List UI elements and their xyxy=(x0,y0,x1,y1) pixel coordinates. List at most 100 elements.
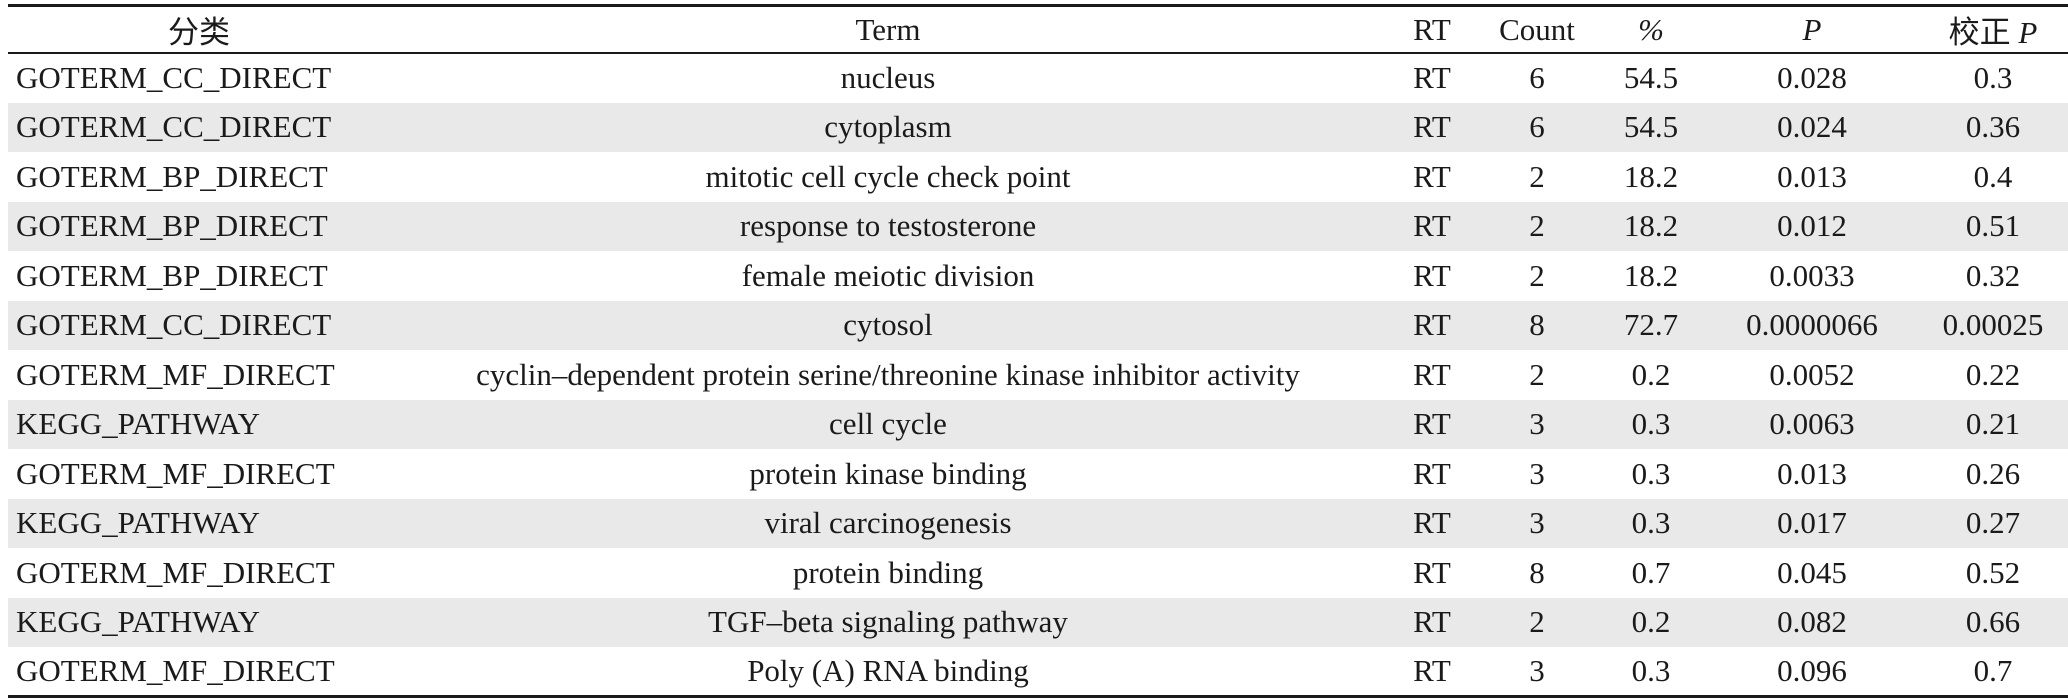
cell-rt: RT xyxy=(1413,406,1451,442)
cell-category: GOTERM_CC_DIRECT xyxy=(16,109,332,145)
cell-percent: 0.7 xyxy=(1631,554,1671,590)
cell-term: cell cycle xyxy=(829,406,947,442)
table-row: GOTERM_CC_DIRECT cytosol RT 8 72.7 0.0000066 0… xyxy=(8,300,2068,350)
header-category: 分类 xyxy=(168,15,230,50)
cell-percent: 54.5 xyxy=(1623,109,1679,145)
cell-rt: RT xyxy=(1413,307,1451,343)
cell-adjusted-p: 0.26 xyxy=(1965,455,2021,491)
cell-category: GOTERM_BP_DIRECT xyxy=(16,208,328,244)
cell-adjusted-p: 0.00025 xyxy=(1942,307,2044,343)
cell-term: female meiotic division xyxy=(741,257,1035,293)
cell-count: 6 xyxy=(1529,60,1545,96)
cell-category: GOTERM_MF_DIRECT xyxy=(16,554,335,590)
cell-percent: 0.2 xyxy=(1631,356,1671,392)
header-adjusted-prefix: 校正 xyxy=(1948,15,2019,50)
cell-adjusted-p: 0.7 xyxy=(1973,653,2013,688)
cell-p-value: 0.012 xyxy=(1777,208,1847,244)
table-row: GOTERM_BP_DIRECT mitotic cell cycle check… xyxy=(8,152,2068,202)
cell-percent: 18.2 xyxy=(1623,158,1679,194)
header-adjusted-p-symbol: P xyxy=(2018,15,2038,50)
cell-count: 3 xyxy=(1529,406,1545,442)
cell-term: cyclin–dependent protein serine/threonin… xyxy=(476,356,1300,392)
cell-percent: 18.2 xyxy=(1623,257,1679,293)
cell-count: 2 xyxy=(1529,158,1545,194)
cell-rt: RT xyxy=(1413,60,1451,96)
cell-term: mitotic cell cycle check point xyxy=(705,158,1071,194)
cell-category: GOTERM_CC_DIRECT xyxy=(16,60,332,96)
cell-count: 3 xyxy=(1529,455,1545,491)
header-adjusted-p: 校正 P xyxy=(1918,6,2068,54)
cell-p-value: 0.017 xyxy=(1777,505,1847,541)
cell-rt: RT xyxy=(1413,653,1451,688)
cell-count: 2 xyxy=(1529,604,1545,640)
cell-count: 8 xyxy=(1529,307,1545,343)
table-row: GOTERM_CC_DIRECT nucleus RT 6 54.5 0.028 0.3 xyxy=(8,53,2068,103)
cell-count: 2 xyxy=(1529,356,1545,392)
cell-adjusted-p: 0.66 xyxy=(1965,604,2021,640)
cell-rt: RT xyxy=(1413,505,1451,541)
cell-category: GOTERM_CC_DIRECT xyxy=(16,307,332,343)
header-percent: % xyxy=(1638,11,1664,47)
table-row: GOTERM_MF_DIRECT protein kinase binding RT… xyxy=(8,449,2068,499)
cell-p-value: 0.096 xyxy=(1777,653,1847,688)
cell-count: 8 xyxy=(1529,554,1545,590)
cell-category: GOTERM_MF_DIRECT xyxy=(16,356,335,392)
table-header: 分类 Term RT Count % P 校正 P xyxy=(8,5,2068,54)
cell-p-value: 0.0052 xyxy=(1769,356,1855,392)
cell-p-value: 0.013 xyxy=(1777,158,1847,194)
cell-adjusted-p: 0.36 xyxy=(1965,109,2021,145)
cell-rt: RT xyxy=(1413,604,1451,640)
cell-rt: RT xyxy=(1413,208,1451,244)
header-p: P xyxy=(1802,11,1822,47)
cell-adjusted-p: 0.51 xyxy=(1965,208,2021,244)
cell-category: GOTERM_BP_DIRECT xyxy=(16,257,328,293)
cell-term: nucleus xyxy=(840,60,936,96)
cell-rt: RT xyxy=(1413,554,1451,590)
cell-term: viral carcinogenesis xyxy=(764,505,1012,541)
cell-adjusted-p: 0.3 xyxy=(1973,60,2013,96)
cell-term: cytoplasm xyxy=(824,109,952,145)
cell-percent: 72.7 xyxy=(1623,307,1679,343)
cell-term: response to testosterone xyxy=(739,208,1037,244)
cell-adjusted-p: 0.4 xyxy=(1973,158,2013,194)
cell-rt: RT xyxy=(1413,257,1451,293)
cell-percent: 0.3 xyxy=(1631,455,1671,491)
cell-p-value: 0.028 xyxy=(1777,60,1847,96)
cell-category: KEGG_PATHWAY xyxy=(16,604,261,640)
header-count: Count xyxy=(1499,11,1575,47)
cell-adjusted-p: 0.32 xyxy=(1965,257,2021,293)
table-row: GOTERM_BP_DIRECT female meiotic division R… xyxy=(8,251,2068,301)
cell-adjusted-p: 0.21 xyxy=(1965,406,2021,442)
cell-adjusted-p: 0.52 xyxy=(1965,554,2021,590)
cell-percent: 18.2 xyxy=(1623,208,1679,244)
cell-adjusted-p: 0.22 xyxy=(1965,356,2021,392)
cell-rt: RT xyxy=(1413,109,1451,145)
cell-rt: RT xyxy=(1413,455,1451,491)
cell-term: cytosol xyxy=(843,307,933,343)
cell-p-value: 0.0063 xyxy=(1769,406,1855,442)
header-row: 分类 Term RT Count % P 校正 P xyxy=(8,5,2068,54)
cell-term: protein kinase binding xyxy=(749,455,1027,491)
cell-p-value: 0.0033 xyxy=(1769,257,1855,293)
cell-percent: 0.3 xyxy=(1631,406,1671,442)
cell-term: TGF–beta signaling pathway xyxy=(708,604,1068,640)
cell-category: GOTERM_MF_DIRECT xyxy=(16,455,335,491)
cell-percent: 0.2 xyxy=(1631,604,1671,640)
cell-rt: RT xyxy=(1413,356,1451,392)
cell-category: GOTERM_BP_DIRECT xyxy=(16,158,328,194)
cell-percent: 54.5 xyxy=(1623,60,1679,96)
cell-p-value: 0.0000066 xyxy=(1746,307,1878,343)
header-term: Term xyxy=(855,11,921,47)
table-row: GOTERM_MF_DIRECT cyclin–dependent protein… xyxy=(8,350,2068,400)
header-rt: RT xyxy=(1413,11,1451,47)
cell-p-value: 0.045 xyxy=(1777,554,1847,590)
cell-count: 2 xyxy=(1529,208,1545,244)
cell-term: Poly (A) RNA binding xyxy=(747,653,1029,688)
